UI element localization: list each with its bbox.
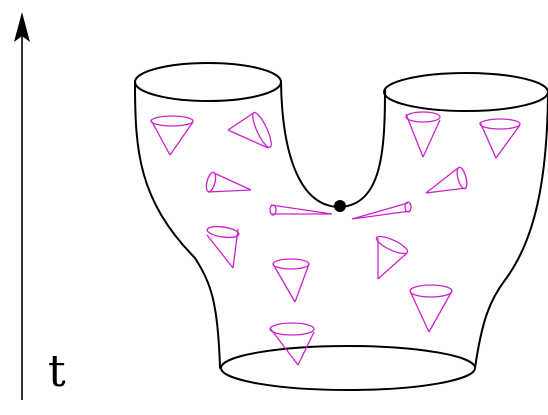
light-cone <box>374 233 409 256</box>
left-leg-top-rim <box>135 63 281 101</box>
right-leg-top-rim <box>384 73 548 111</box>
light-cone <box>273 264 309 302</box>
light-cone <box>455 166 468 189</box>
critical-point <box>334 200 346 212</box>
light-cone <box>249 111 274 150</box>
light-cone <box>406 112 440 122</box>
surface <box>135 63 548 390</box>
time-axis-label: t <box>48 346 66 397</box>
light-cone <box>410 285 452 297</box>
light-cone <box>270 323 314 335</box>
light-cones <box>151 111 520 365</box>
light-cone <box>205 171 218 192</box>
time-axis: t <box>14 12 66 400</box>
light-cone <box>271 205 332 214</box>
light-cone <box>480 119 520 129</box>
light-cone <box>426 168 466 193</box>
light-cone <box>378 238 407 279</box>
light-cone <box>206 225 239 239</box>
waist-bottom-rim <box>221 346 475 390</box>
light-cone <box>228 112 268 148</box>
light-cone <box>273 259 309 269</box>
light-cone <box>207 229 238 268</box>
surface-outline <box>135 82 548 368</box>
light-cone <box>151 116 193 126</box>
light-cone <box>352 203 410 219</box>
light-cone <box>151 120 193 155</box>
